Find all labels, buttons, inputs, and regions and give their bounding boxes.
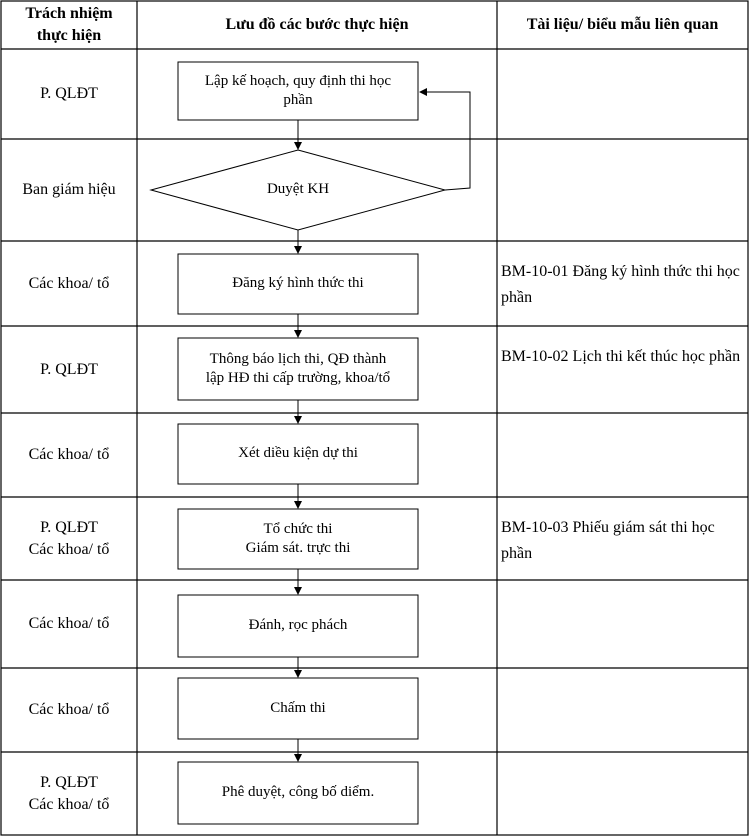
responsible-cell: P. QLĐT (40, 85, 98, 103)
document-cell (497, 580, 748, 668)
step-box-7 (177, 594, 419, 658)
step-label: Thông báo lịch thi, QĐ thành lập HĐ thi … (205, 350, 391, 387)
responsible-cell: Các khoa/ tổ (28, 615, 110, 633)
header-documents: Tài liệu/ biểu mẫu liên quan (526, 16, 719, 34)
step-box-1 (177, 61, 419, 121)
responsible-cell: Các khoa/ tổ (28, 446, 110, 464)
step-box-3 (177, 253, 419, 315)
decision-label: Duyệt KH (266, 181, 330, 198)
responsible-cell: Ban giám hiệu (22, 181, 116, 199)
step-label: Đăng ký hình thức thi (232, 275, 364, 292)
step-box-8 (177, 677, 419, 740)
header-responsibility: Trách nhiệm thực hiện (25, 5, 113, 44)
document-cell: BM-10-01 Đăng ký hình thức thi học phần (501, 263, 740, 307)
responsible-cell: Các khoa/ tổ (28, 274, 110, 292)
document-cell (497, 752, 748, 835)
step-label: Chấm thi (270, 699, 326, 716)
document-cell: BM-10-02 Lịch thi kết thúc học phần (501, 348, 741, 365)
document-cell (497, 49, 748, 139)
step-label: Phê duyệt, công bố diểm. (221, 784, 375, 801)
responsible-cell: P. QLĐT (40, 360, 98, 378)
document-cell (497, 139, 748, 241)
header-flowchart: Lưu đồ các bước thực hiện (225, 16, 409, 34)
document-cell: BM-10-03 Phiếu giám sát thi học phần (501, 519, 715, 563)
responsible-cell: P. QLĐT Các khoa/ tổ (28, 773, 110, 813)
step-box-5 (177, 423, 419, 485)
step-label: Lập kế hoạch, quy định thi học phần (204, 72, 392, 109)
document-cell (497, 668, 748, 752)
step-label: Đánh, rọc phách (248, 617, 348, 634)
step-box-4 (177, 337, 419, 401)
feedback-arrow (419, 88, 471, 191)
step-label: Xét diều kiện dự thi (238, 445, 358, 462)
responsible-cell: Các khoa/ tổ (28, 701, 110, 719)
step-label: Tổ chức thi Giám sát. trực thi (245, 520, 351, 557)
step-box-9 (177, 761, 419, 825)
responsible-cell: P. QLĐT Các khoa/ tổ (28, 518, 110, 558)
document-cell (497, 413, 748, 497)
